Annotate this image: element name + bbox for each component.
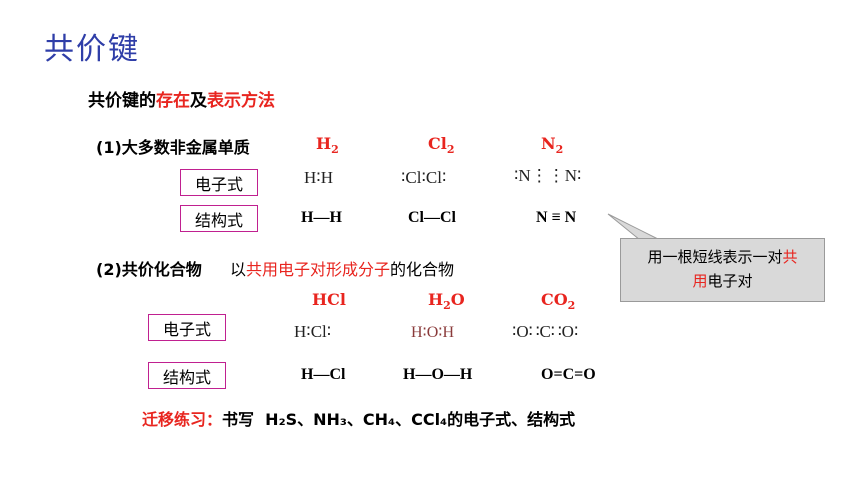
electron-formula-label-1: 电子式 xyxy=(180,169,258,196)
exercise-species-2: CH₄ xyxy=(362,410,396,429)
subtitle-exist: 存在 xyxy=(156,91,190,111)
exercise-species-3: CCl₄ xyxy=(411,410,448,429)
structure-formula-label-1: 结构式 xyxy=(180,205,258,232)
electron-cl2: ∶Cl∶Cl∶ xyxy=(401,168,447,187)
electron-hcl: H∶Cl∶ xyxy=(294,322,332,341)
structure-hcl: H—Cl xyxy=(301,366,346,383)
formula-h2o: H2O xyxy=(428,290,465,313)
subtitle-method: 表示方法 xyxy=(207,91,275,111)
electron-h2: H∶H xyxy=(304,168,333,187)
exercise-species-1: NH₃ xyxy=(313,410,347,429)
formula-co2: CO2 xyxy=(541,290,576,313)
electron-formula-label-2: 电子式 xyxy=(148,314,226,341)
section1-label: (1)大多数非金属单质 xyxy=(96,138,250,157)
electron-n2: ∶N⋮⋮N∶ xyxy=(514,166,582,185)
subtitle-prefix: 共价键的 xyxy=(88,91,156,111)
formula-hcl: HCl xyxy=(312,290,346,309)
formula-h2: H2 xyxy=(316,134,339,157)
exercise-label: 迁移练习： xyxy=(142,410,223,429)
exercise-species-0: H₂S xyxy=(265,410,298,429)
structure-h2: H—H xyxy=(301,209,342,226)
structure-cl2: Cl—Cl xyxy=(408,209,456,226)
structure-h2o: H—O—H xyxy=(403,366,473,383)
structure-co2: O=C=O xyxy=(541,366,596,383)
section2-label: (2)共价化合物 以共用电子对形成分子的化合物 xyxy=(96,260,454,279)
subtitle: 共价键的存在及表示方法 xyxy=(88,86,275,111)
electron-h2o: H∶O∶H xyxy=(411,324,454,341)
structure-formula-label-2: 结构式 xyxy=(148,362,226,389)
subtitle-and: 及 xyxy=(190,91,207,111)
exercise-suffix: 的电子式、结构式 xyxy=(447,410,576,429)
structure-n2: N ≡ N xyxy=(536,209,577,226)
callout-note: 用一根短线表示一对共 用电子对 xyxy=(620,238,825,302)
exercise-line: 迁移练习：书写 H₂S、NH₃、CH₄、CCl₄的电子式、结构式 xyxy=(142,410,576,429)
page-title: 共价键 xyxy=(44,32,140,67)
formula-n2: N2 xyxy=(541,134,564,157)
electron-co2: ∶O∷C∷O∶ xyxy=(512,322,579,341)
formula-cl2: Cl2 xyxy=(428,134,455,157)
